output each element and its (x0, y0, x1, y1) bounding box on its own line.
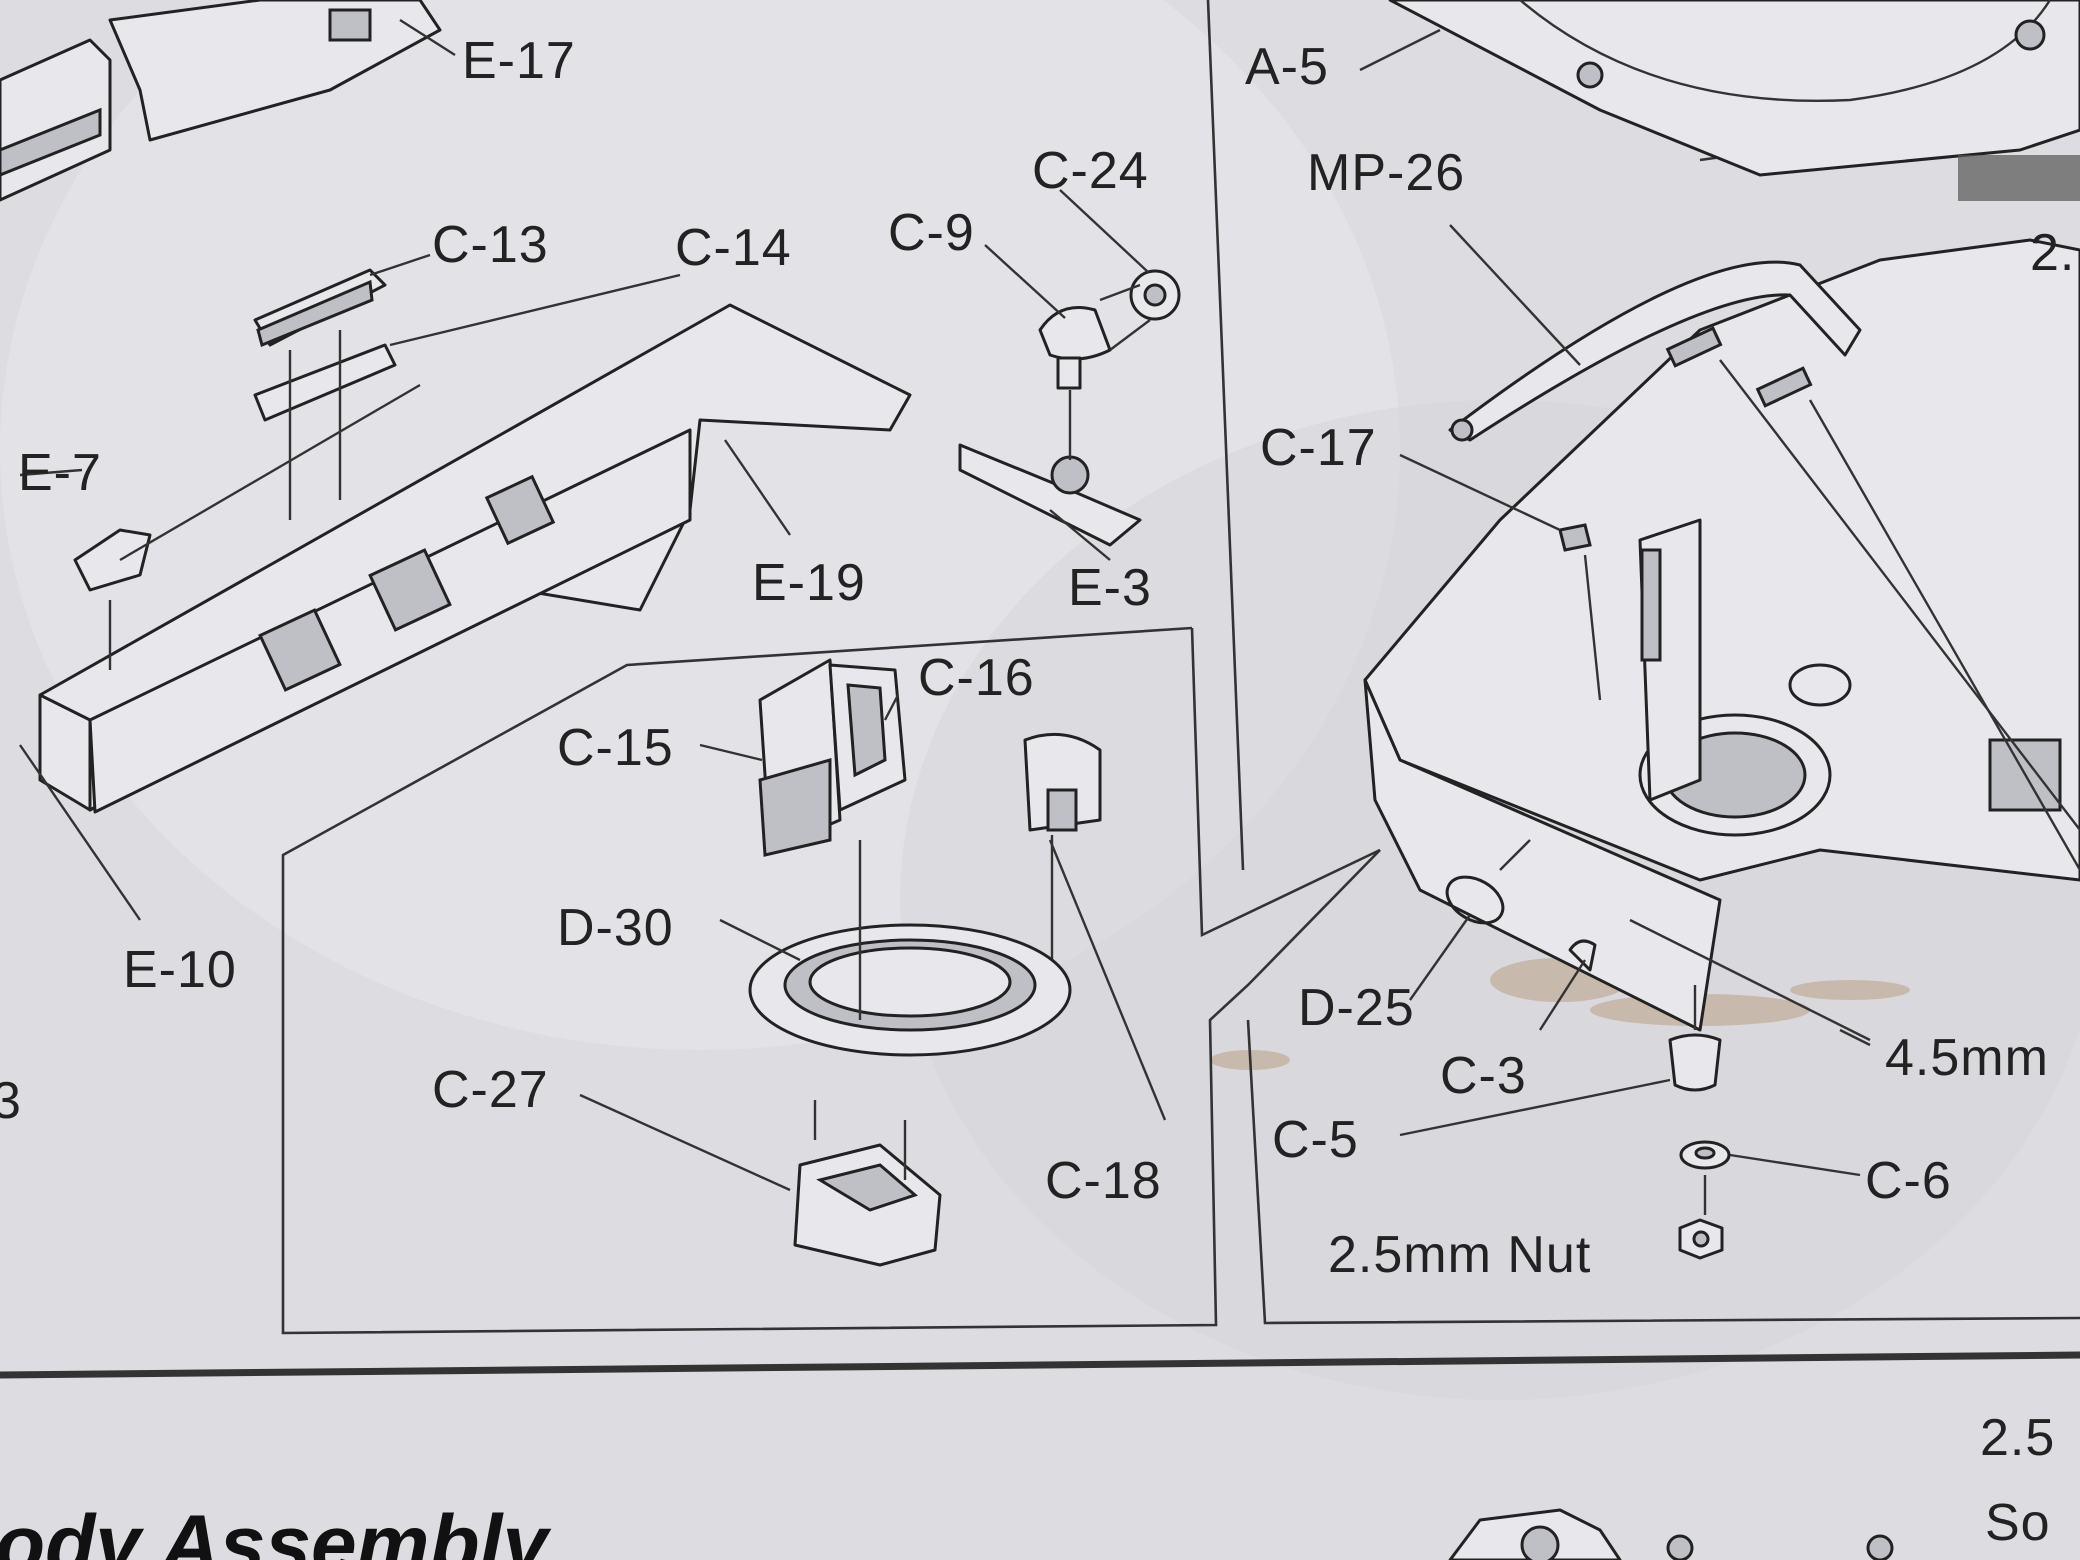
part-a5-ring (1388, 0, 2080, 177)
part-d30 (748, 840, 1072, 1057)
label-4-5mm: 4.5mm (1885, 1029, 2049, 1087)
part-c17 (1558, 523, 1602, 701)
label-c3: C-3 (1440, 1047, 1527, 1105)
label-partial-left: 3 (0, 1072, 22, 1130)
dimension-marker (1629, 918, 1871, 1047)
label-nut: 2.5mm Nut (1328, 1226, 1591, 1284)
part-turret-body (1363, 238, 2080, 1032)
screws (1640, 326, 2080, 871)
label-c13: C-13 (432, 216, 549, 274)
label-c6: C-6 (1865, 1152, 1952, 1210)
label-a5: A-5 (1245, 38, 1329, 96)
label-d25: D-25 (1298, 979, 1415, 1037)
label-partial-right-bottom2: So (1985, 1494, 2051, 1552)
label-e7: E-7 (18, 444, 102, 502)
part-nut (1678, 1175, 1724, 1260)
part-e17-fragment (0, 0, 456, 202)
part-c24 (1099, 269, 1181, 351)
label-c17: C-17 (1260, 419, 1377, 477)
label-c5: C-5 (1272, 1111, 1359, 1169)
part-e19-deck (38, 303, 912, 814)
part-c6 (1679, 1140, 1731, 1170)
section-title: ody Assembly (0, 1499, 552, 1560)
label-c18: C-18 (1045, 1152, 1162, 1210)
label-c14: C-14 (675, 219, 792, 277)
spring-coil (1958, 155, 2080, 201)
label-c27: C-27 (432, 1061, 549, 1119)
leader-lines (19, 28, 1861, 1192)
part-e3 (958, 390, 1142, 547)
part-c16 (828, 663, 907, 812)
part-c14 (253, 330, 397, 520)
label-partial-right-top: 2. (2030, 224, 2075, 282)
part-c5 (1668, 985, 1722, 1092)
part-d25 (1445, 839, 1531, 925)
part-labels: E-17 A-5 MP-26 C-24 C-13 C-14 C-9 E-7 C-… (0, 32, 2075, 1552)
label-e17: E-17 (462, 32, 576, 90)
part-mp26 (1448, 260, 1862, 442)
part-c27 (793, 1100, 942, 1267)
label-partial-right-bottom1: 2.5 (1980, 1409, 2055, 1467)
part-c18 (1023, 732, 1102, 980)
label-c15: C-15 (557, 719, 674, 777)
bottom-strip-parts (1448, 1508, 1894, 1560)
label-e10: E-10 (123, 941, 237, 999)
label-d30: D-30 (557, 899, 674, 957)
label-mp26: MP-26 (1307, 144, 1465, 202)
label-e19: E-19 (752, 554, 866, 612)
label-e3: E-3 (1068, 559, 1152, 617)
part-c3 (1568, 939, 1597, 972)
part-c13 (253, 268, 387, 348)
label-c16: C-16 (918, 649, 1035, 707)
part-c15 (758, 658, 842, 857)
label-c9: C-9 (888, 204, 975, 262)
part-c9 (1038, 306, 1112, 390)
label-c24: C-24 (1032, 142, 1149, 200)
